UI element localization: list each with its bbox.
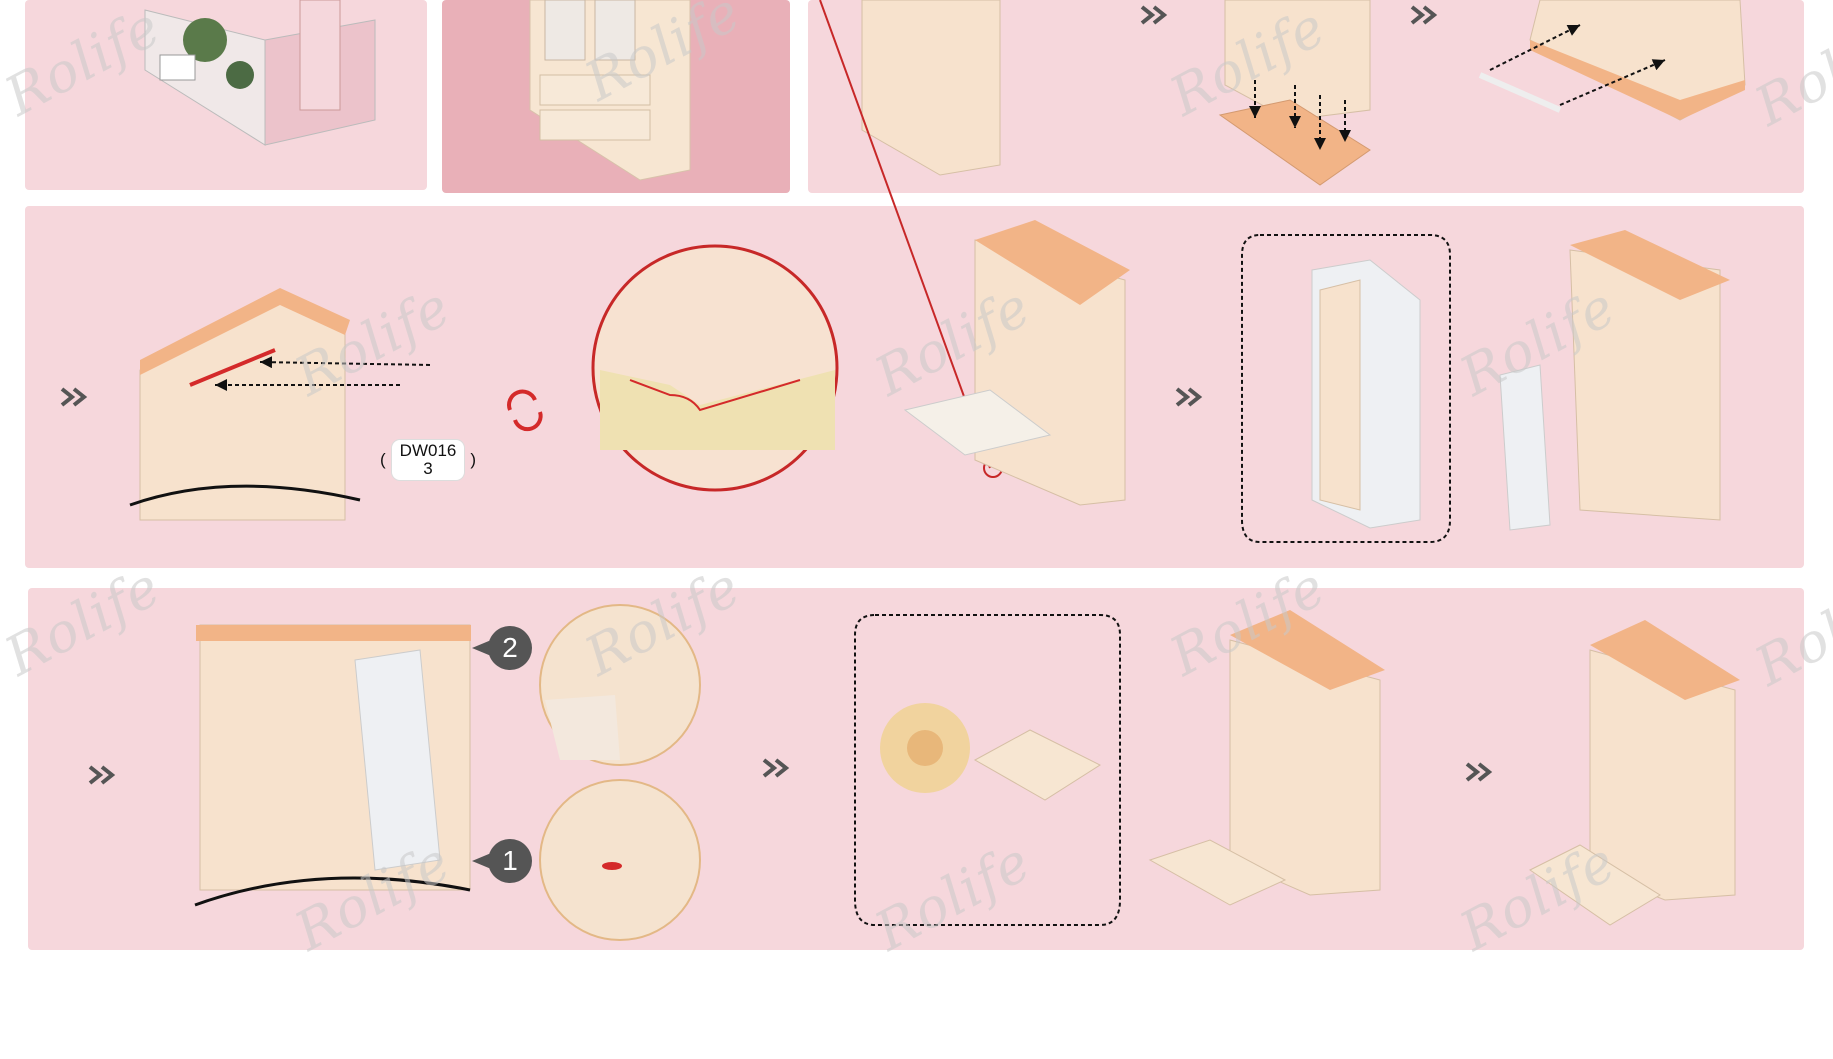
part-code-line2: 3 — [423, 459, 432, 478]
double-chevron-right-icon — [1140, 5, 1168, 25]
finished-wardrobe-image — [1530, 620, 1740, 925]
hanger-install-image — [130, 288, 430, 520]
door-hinge-image — [195, 625, 471, 905]
double-chevron-right-icon — [1410, 5, 1438, 25]
double-chevron-right-icon — [1175, 387, 1203, 407]
step-badge-2: 2 — [488, 626, 532, 670]
hinge-detail-circle-bottom — [540, 780, 700, 940]
double-chevron-right-icon — [88, 765, 116, 785]
door-attach-image — [1500, 230, 1730, 530]
part-code-box: DW016 3 — [392, 440, 465, 480]
double-chevron-right-icon — [762, 758, 790, 778]
door-assembly-image — [1242, 235, 1450, 542]
drawer-install-image — [1150, 610, 1385, 905]
hinge-detail-circle-top — [540, 605, 700, 765]
double-chevron-right-icon — [1465, 762, 1493, 782]
double-chevron-right-icon — [60, 387, 88, 407]
dollhouse-image — [145, 0, 375, 145]
part-code-line1: DW016 — [400, 441, 457, 460]
step-badge-1: 1 — [488, 839, 532, 883]
base-assembly-image — [862, 0, 1745, 185]
wardrobe-preview-image — [530, 0, 690, 180]
part-code-label: ( DW016 3 ) — [380, 440, 476, 480]
shelf-install-image — [905, 220, 1130, 505]
rotate-arrows-icon — [509, 392, 541, 430]
drawer-knob-detail — [855, 615, 1120, 925]
